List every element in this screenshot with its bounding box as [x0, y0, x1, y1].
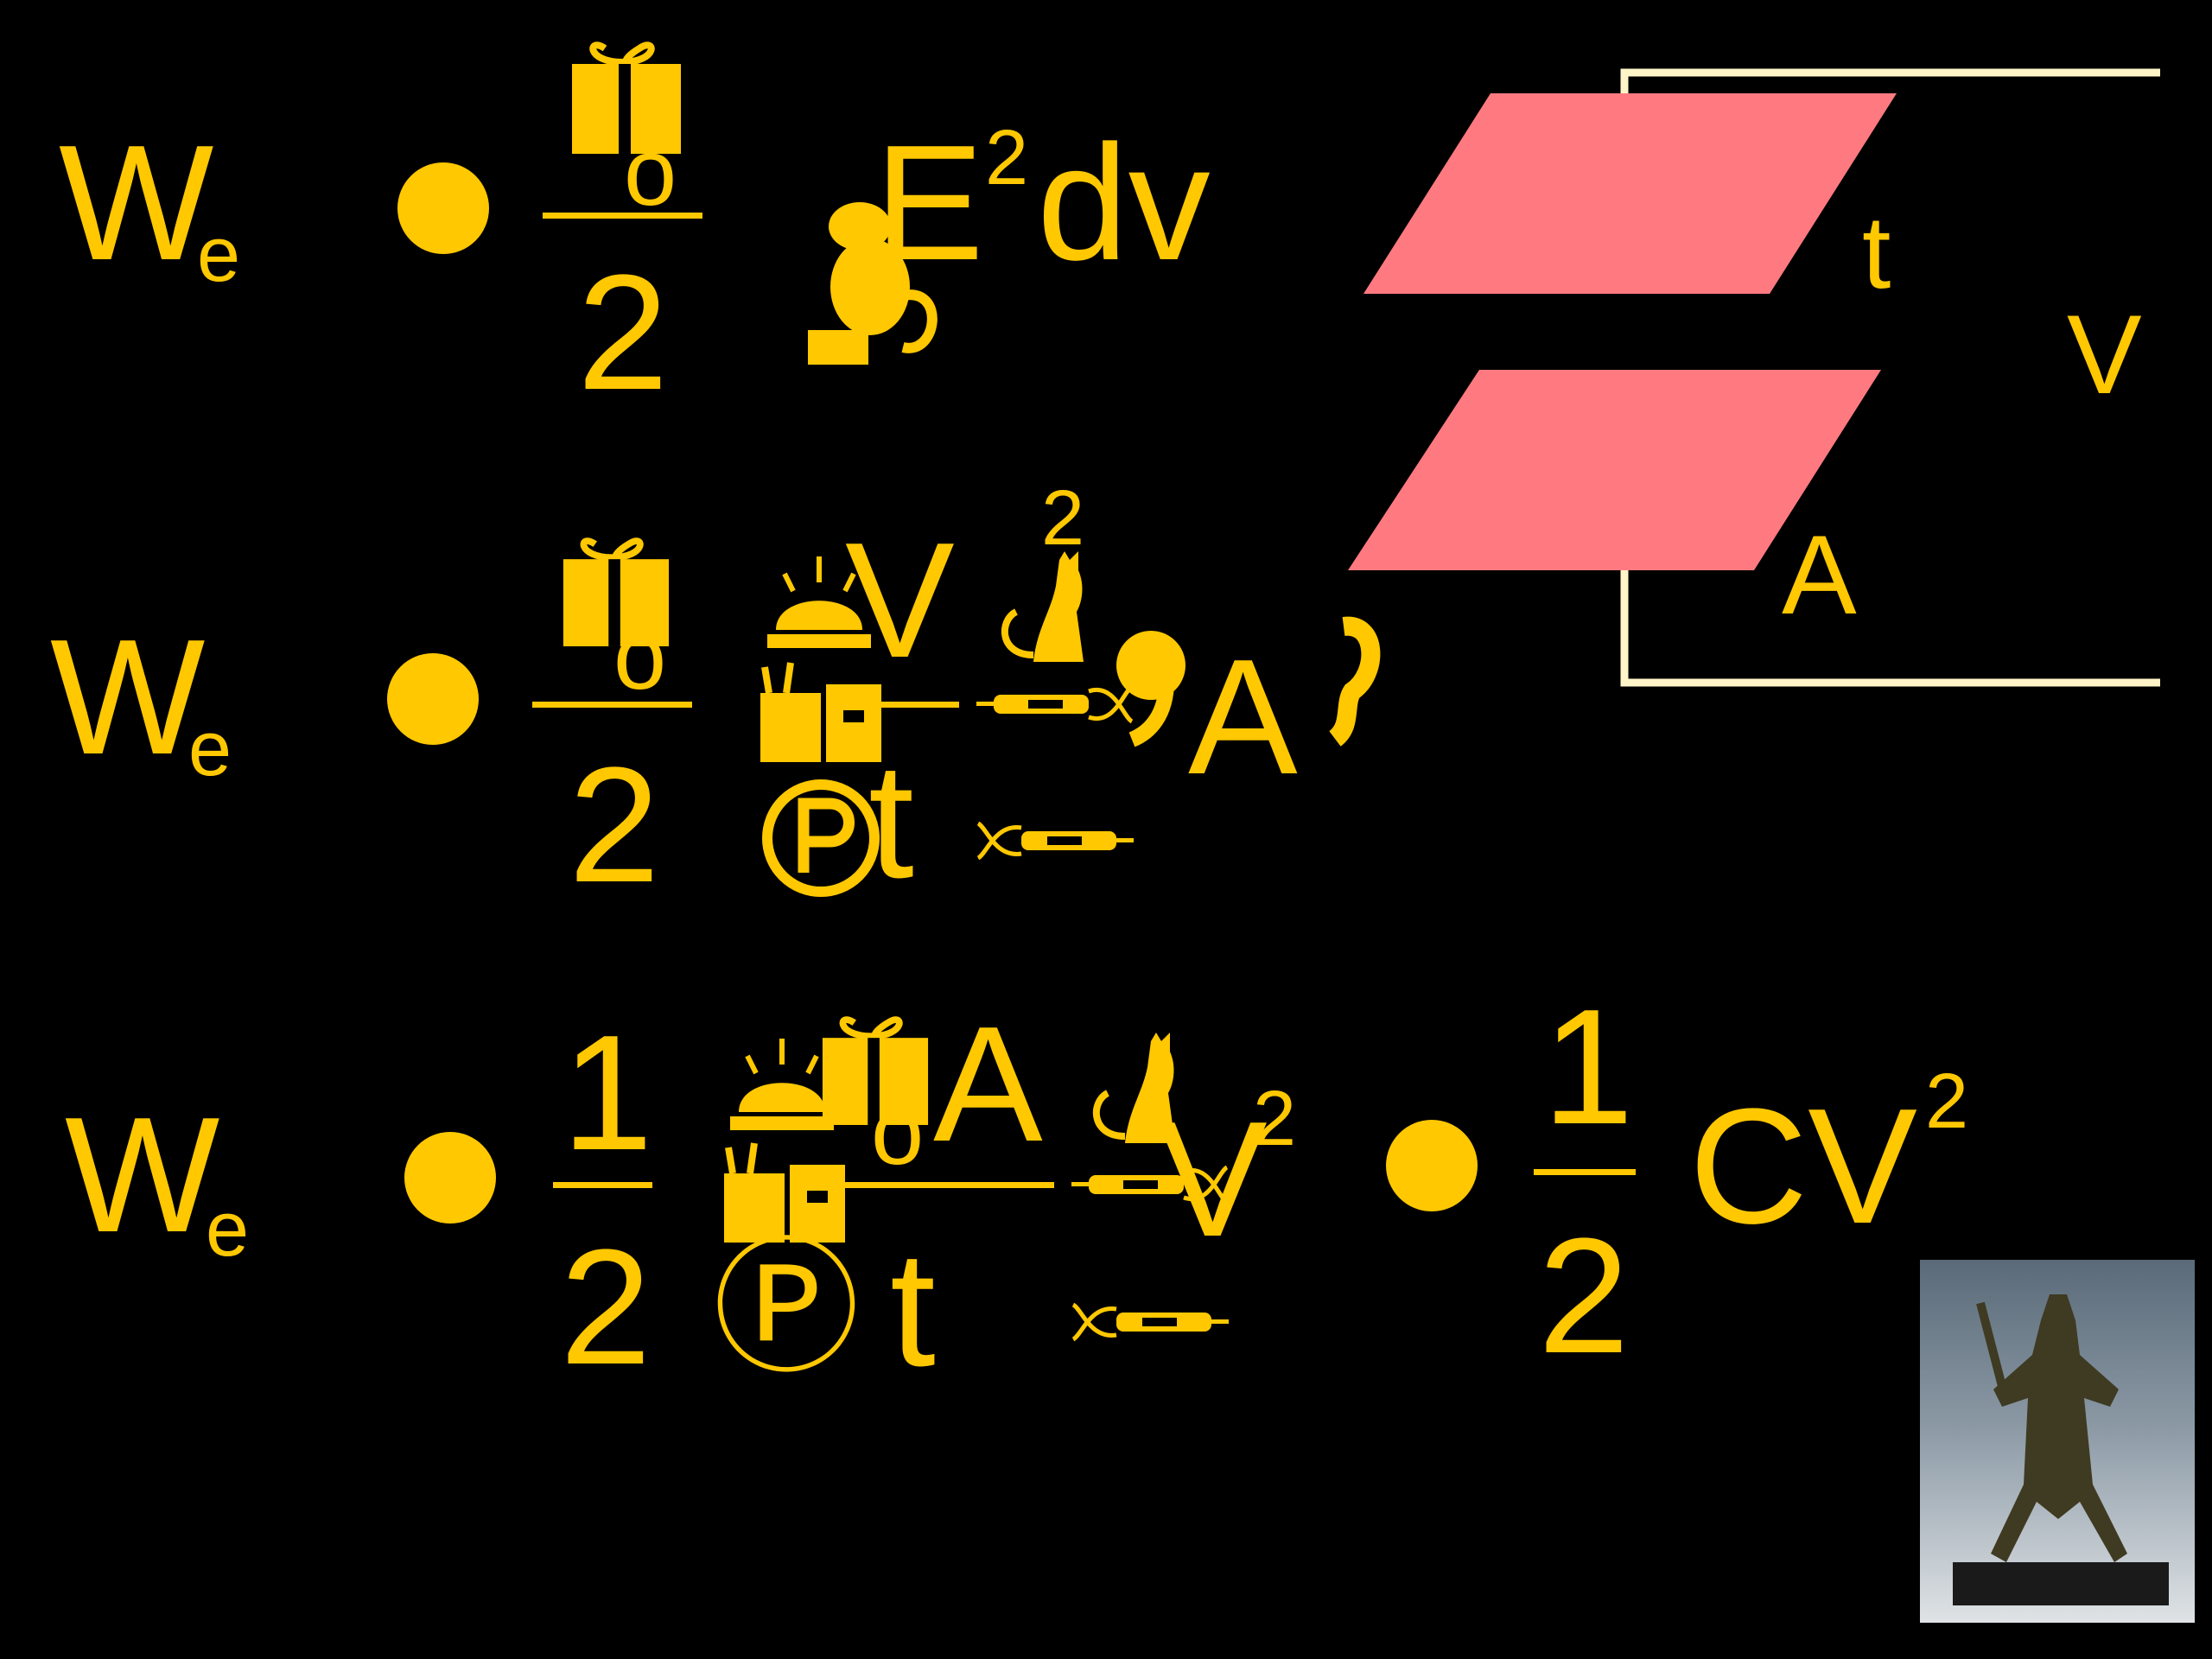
eq3-half-fraction-bar — [553, 1182, 652, 1188]
shopping-bags-icon — [724, 1142, 845, 1243]
eq2-area: A — [1188, 626, 1298, 809]
eq1-dv: dv — [1037, 111, 1211, 295]
eq2-voltage: V — [845, 509, 955, 692]
eq3-main-fraction-bar — [842, 1182, 1054, 1188]
bottom-wire — [1620, 566, 2160, 687]
bronze-figurine-photo — [1920, 1260, 2195, 1623]
eq1-fraction-bar — [543, 213, 702, 219]
eq3-superscript-2b: 2 — [1925, 1058, 1969, 1145]
eq1-e-field: E — [874, 111, 984, 295]
eq3-denominator-2b: 2 — [1538, 1205, 1630, 1388]
fountain-pen-icon — [1071, 1302, 1229, 1342]
eq2-denominator: 2 — [569, 734, 660, 917]
eq3-area: A — [933, 993, 1043, 1176]
eq3-second-equals-dot — [1386, 1120, 1478, 1211]
eq3-subscript-e: e — [206, 1186, 250, 1273]
eq3-capacitance-cv: CV — [1689, 1075, 1917, 1258]
eq3-denominator-2: 2 — [560, 1216, 652, 1399]
eq3-equals-dot — [404, 1132, 496, 1224]
eq3-epsilon-o: o — [871, 1078, 925, 1185]
plate-gap-label: t — [1862, 194, 1891, 310]
eq2-gap-t: t — [868, 729, 914, 912]
eq1-w: W — [59, 111, 214, 295]
eq3-numerator-1b: 1 — [1542, 976, 1634, 1159]
gift-icon — [572, 41, 681, 154]
eq1-superscript-2: 2 — [985, 115, 1029, 201]
eq2-fraction-bar — [532, 702, 692, 708]
fountain-pen-icon — [1071, 1165, 1229, 1205]
fountain-pen-icon — [976, 821, 1134, 861]
eq2-main-fraction-bar — [864, 702, 959, 708]
eq2-equals-dot — [387, 653, 479, 745]
eq2-subscript-e: e — [188, 706, 232, 792]
eq1-subscript-e: e — [197, 212, 241, 298]
eq3-numerator-1: 1 — [562, 1001, 653, 1185]
eq1-epsilon-o: o — [624, 119, 677, 226]
shopping-bags-icon — [760, 662, 881, 762]
eq3-voltage: V — [1158, 1088, 1268, 1271]
close-quote-glyph — [1328, 616, 1381, 747]
chipmunk-icon — [808, 202, 938, 365]
open-quote-glyph — [1116, 631, 1185, 747]
top-plate — [1363, 93, 1897, 294]
cat-icon — [1093, 1033, 1175, 1143]
eq3-superscript-2: 2 — [1253, 1076, 1297, 1162]
eq2-superscript-2: 2 — [1041, 475, 1085, 562]
gift-icon — [822, 1016, 929, 1125]
eq1-equals-dot — [397, 162, 489, 254]
plate-area-label: A — [1782, 512, 1857, 638]
eq3-w: W — [65, 1084, 220, 1267]
eq2-epsilon-o: o — [613, 603, 667, 709]
eq1-denominator: 2 — [577, 241, 669, 424]
circled-p-symbol — [762, 779, 880, 897]
bottom-plate — [1348, 370, 1881, 570]
service-bell-icon — [767, 556, 871, 648]
voltage-label: V — [2067, 291, 2142, 417]
eq3-gap-t: t — [890, 1217, 936, 1401]
eq3-circled-p: Ⓟ — [713, 1227, 861, 1391]
service-bell-icon — [730, 1039, 834, 1130]
fountain-pen-icon — [976, 684, 1134, 724]
cat-icon — [1001, 551, 1084, 662]
figurine-silhouette — [1953, 1294, 2169, 1605]
eq2-w: W — [50, 606, 206, 789]
gift-icon — [563, 537, 670, 646]
eq3-second-fraction-bar — [1534, 1169, 1636, 1175]
